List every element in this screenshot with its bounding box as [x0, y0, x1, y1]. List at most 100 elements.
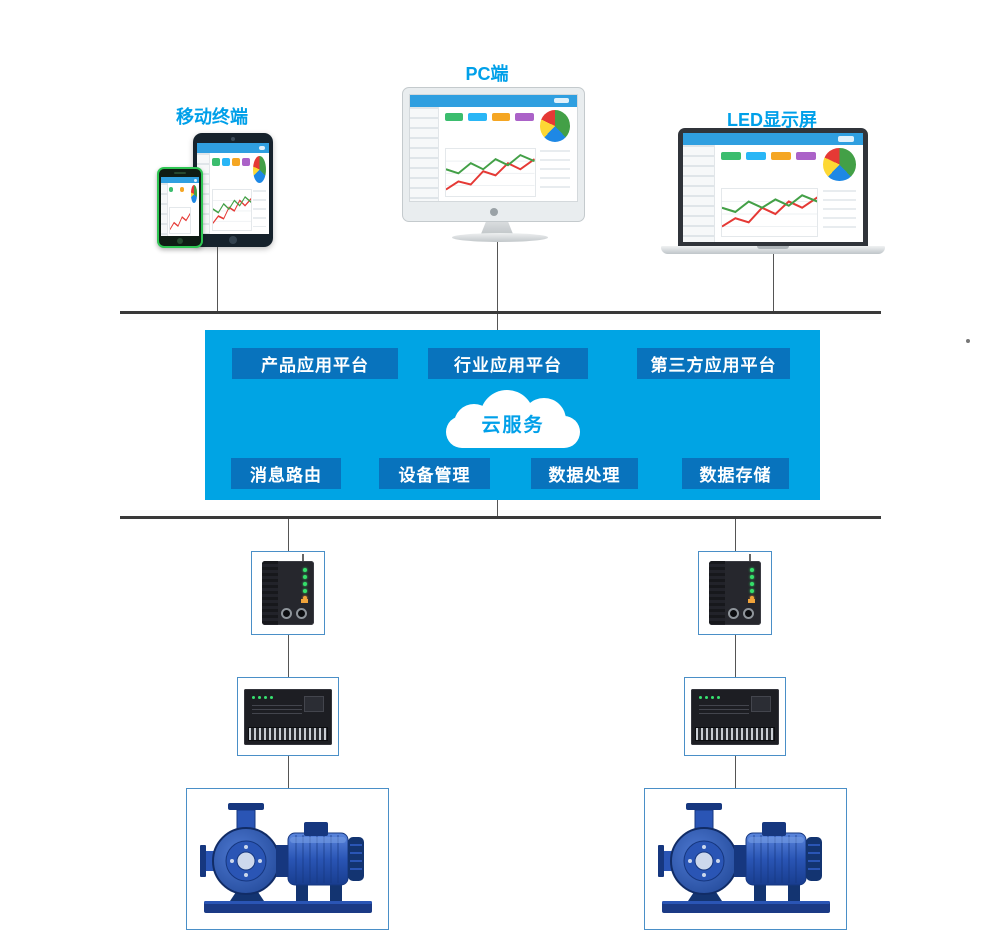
plc-terminal-strip	[248, 726, 328, 741]
tablet-dashboard-screen	[197, 143, 269, 234]
tablet-camera-dot	[231, 137, 235, 141]
led-dot	[717, 695, 720, 699]
plc-label-lines	[252, 704, 302, 717]
line-series-red	[169, 212, 191, 230]
connector-plc-to-pump-right	[735, 756, 736, 788]
apple-logo-icon	[489, 208, 498, 216]
pie-chart	[823, 148, 856, 181]
platform-button-data-storage: 数据存储	[682, 458, 789, 489]
connector-platform-to-bus	[497, 500, 498, 516]
connector-gateway-to-plc-left	[288, 635, 289, 677]
stat-pill-orange	[491, 113, 511, 122]
gateway-box-right	[698, 551, 772, 635]
plc-led-row	[252, 695, 273, 699]
connector-plc-to-pump-left	[288, 756, 289, 788]
gateway-device	[709, 554, 761, 625]
line-chart	[720, 187, 819, 238]
phone-home-button	[177, 238, 183, 244]
gateway-heatsink	[262, 561, 278, 625]
line-chart	[212, 188, 253, 231]
stat-pill-purple	[796, 151, 817, 161]
plc-port-panel	[304, 695, 324, 712]
cloud-service-label: 云服务	[481, 414, 545, 436]
tablet-device	[193, 133, 273, 247]
dashboard-sidebar	[683, 144, 715, 242]
led-dot-amber	[750, 596, 754, 600]
line-series-red	[213, 197, 252, 224]
line-series-red	[446, 158, 535, 191]
led-dot	[705, 695, 708, 699]
stat-pill-green	[720, 151, 741, 161]
pump-box-right	[644, 788, 847, 930]
gateway-tag	[301, 599, 308, 603]
stat-pill-blue	[746, 151, 766, 161]
antenna-icon	[302, 554, 304, 561]
led-dot	[303, 589, 307, 593]
led-dot	[303, 582, 307, 586]
chart-gridlines	[721, 200, 818, 227]
line-chart-svg	[446, 153, 535, 191]
plc-controller	[691, 688, 779, 745]
platform-button-thirdparty: 第三方应用平台	[637, 348, 790, 379]
pie-chart	[253, 155, 267, 184]
led-dot	[270, 695, 273, 699]
connector-bus-to-gateway-left	[288, 519, 289, 551]
dashboard-topbar	[197, 143, 269, 153]
led-dot	[258, 695, 261, 699]
line-chart	[445, 148, 536, 197]
pc-label: PC端	[465, 64, 509, 84]
pc-dashboard-screen	[409, 94, 578, 202]
dashboard-sidebar	[410, 106, 440, 201]
line-chart-svg	[169, 212, 191, 230]
led-dashboard-screen	[683, 133, 863, 242]
laptop-base	[661, 246, 885, 254]
laptop-screen-frame	[678, 128, 868, 246]
round-port	[296, 608, 307, 619]
line-series-red	[721, 195, 818, 227]
line-series-green	[446, 153, 535, 175]
dashboard-topbar	[683, 133, 863, 145]
stray-mark	[966, 339, 970, 343]
imac-stand-base	[452, 233, 548, 242]
lower-bus-line	[120, 516, 881, 519]
round-port	[281, 608, 292, 619]
phone-dashboard-screen	[161, 177, 199, 236]
led-screen-label: LED显示屏	[727, 110, 817, 130]
pie-chart	[540, 109, 571, 142]
gateway-led-column	[303, 568, 307, 600]
centrifugal-pump	[198, 797, 378, 921]
platform-button-product: 产品应用平台	[232, 348, 398, 379]
line-chart	[168, 206, 192, 235]
led-dot	[303, 575, 307, 579]
plc-box-right	[684, 677, 786, 756]
led-dot	[303, 568, 307, 572]
line-chart-svg	[721, 193, 818, 227]
stat-pill-orange	[179, 187, 184, 192]
stat-pill-green	[212, 158, 221, 166]
dashboard-sidebar	[161, 183, 169, 236]
stat-pill-green	[445, 113, 464, 122]
imac-stand-neck	[481, 222, 513, 234]
line-series-green	[213, 195, 252, 214]
led-dot	[699, 695, 702, 699]
plc-controller	[244, 688, 332, 745]
platform-button-message-routing: 消息路由	[231, 458, 341, 489]
stat-pill-purple	[515, 113, 534, 122]
stat-pill-blue	[468, 113, 487, 122]
stat-pill-purple	[242, 158, 251, 166]
pump-box-left	[186, 788, 389, 930]
round-port	[728, 608, 739, 619]
connector-bus-to-platform	[497, 314, 498, 330]
upper-bus-line	[120, 311, 881, 314]
led-dot	[264, 695, 267, 699]
platform-button-data-processing: 数据处理	[531, 458, 638, 489]
dashboard-list	[823, 189, 856, 234]
stat-pill-green	[168, 187, 174, 192]
line-series-green	[721, 193, 818, 213]
plc-label-lines	[699, 704, 749, 717]
gateway-tag	[748, 599, 755, 603]
connector-led-to-bus	[773, 254, 774, 311]
led-dot	[750, 568, 754, 572]
led-dot	[750, 575, 754, 579]
